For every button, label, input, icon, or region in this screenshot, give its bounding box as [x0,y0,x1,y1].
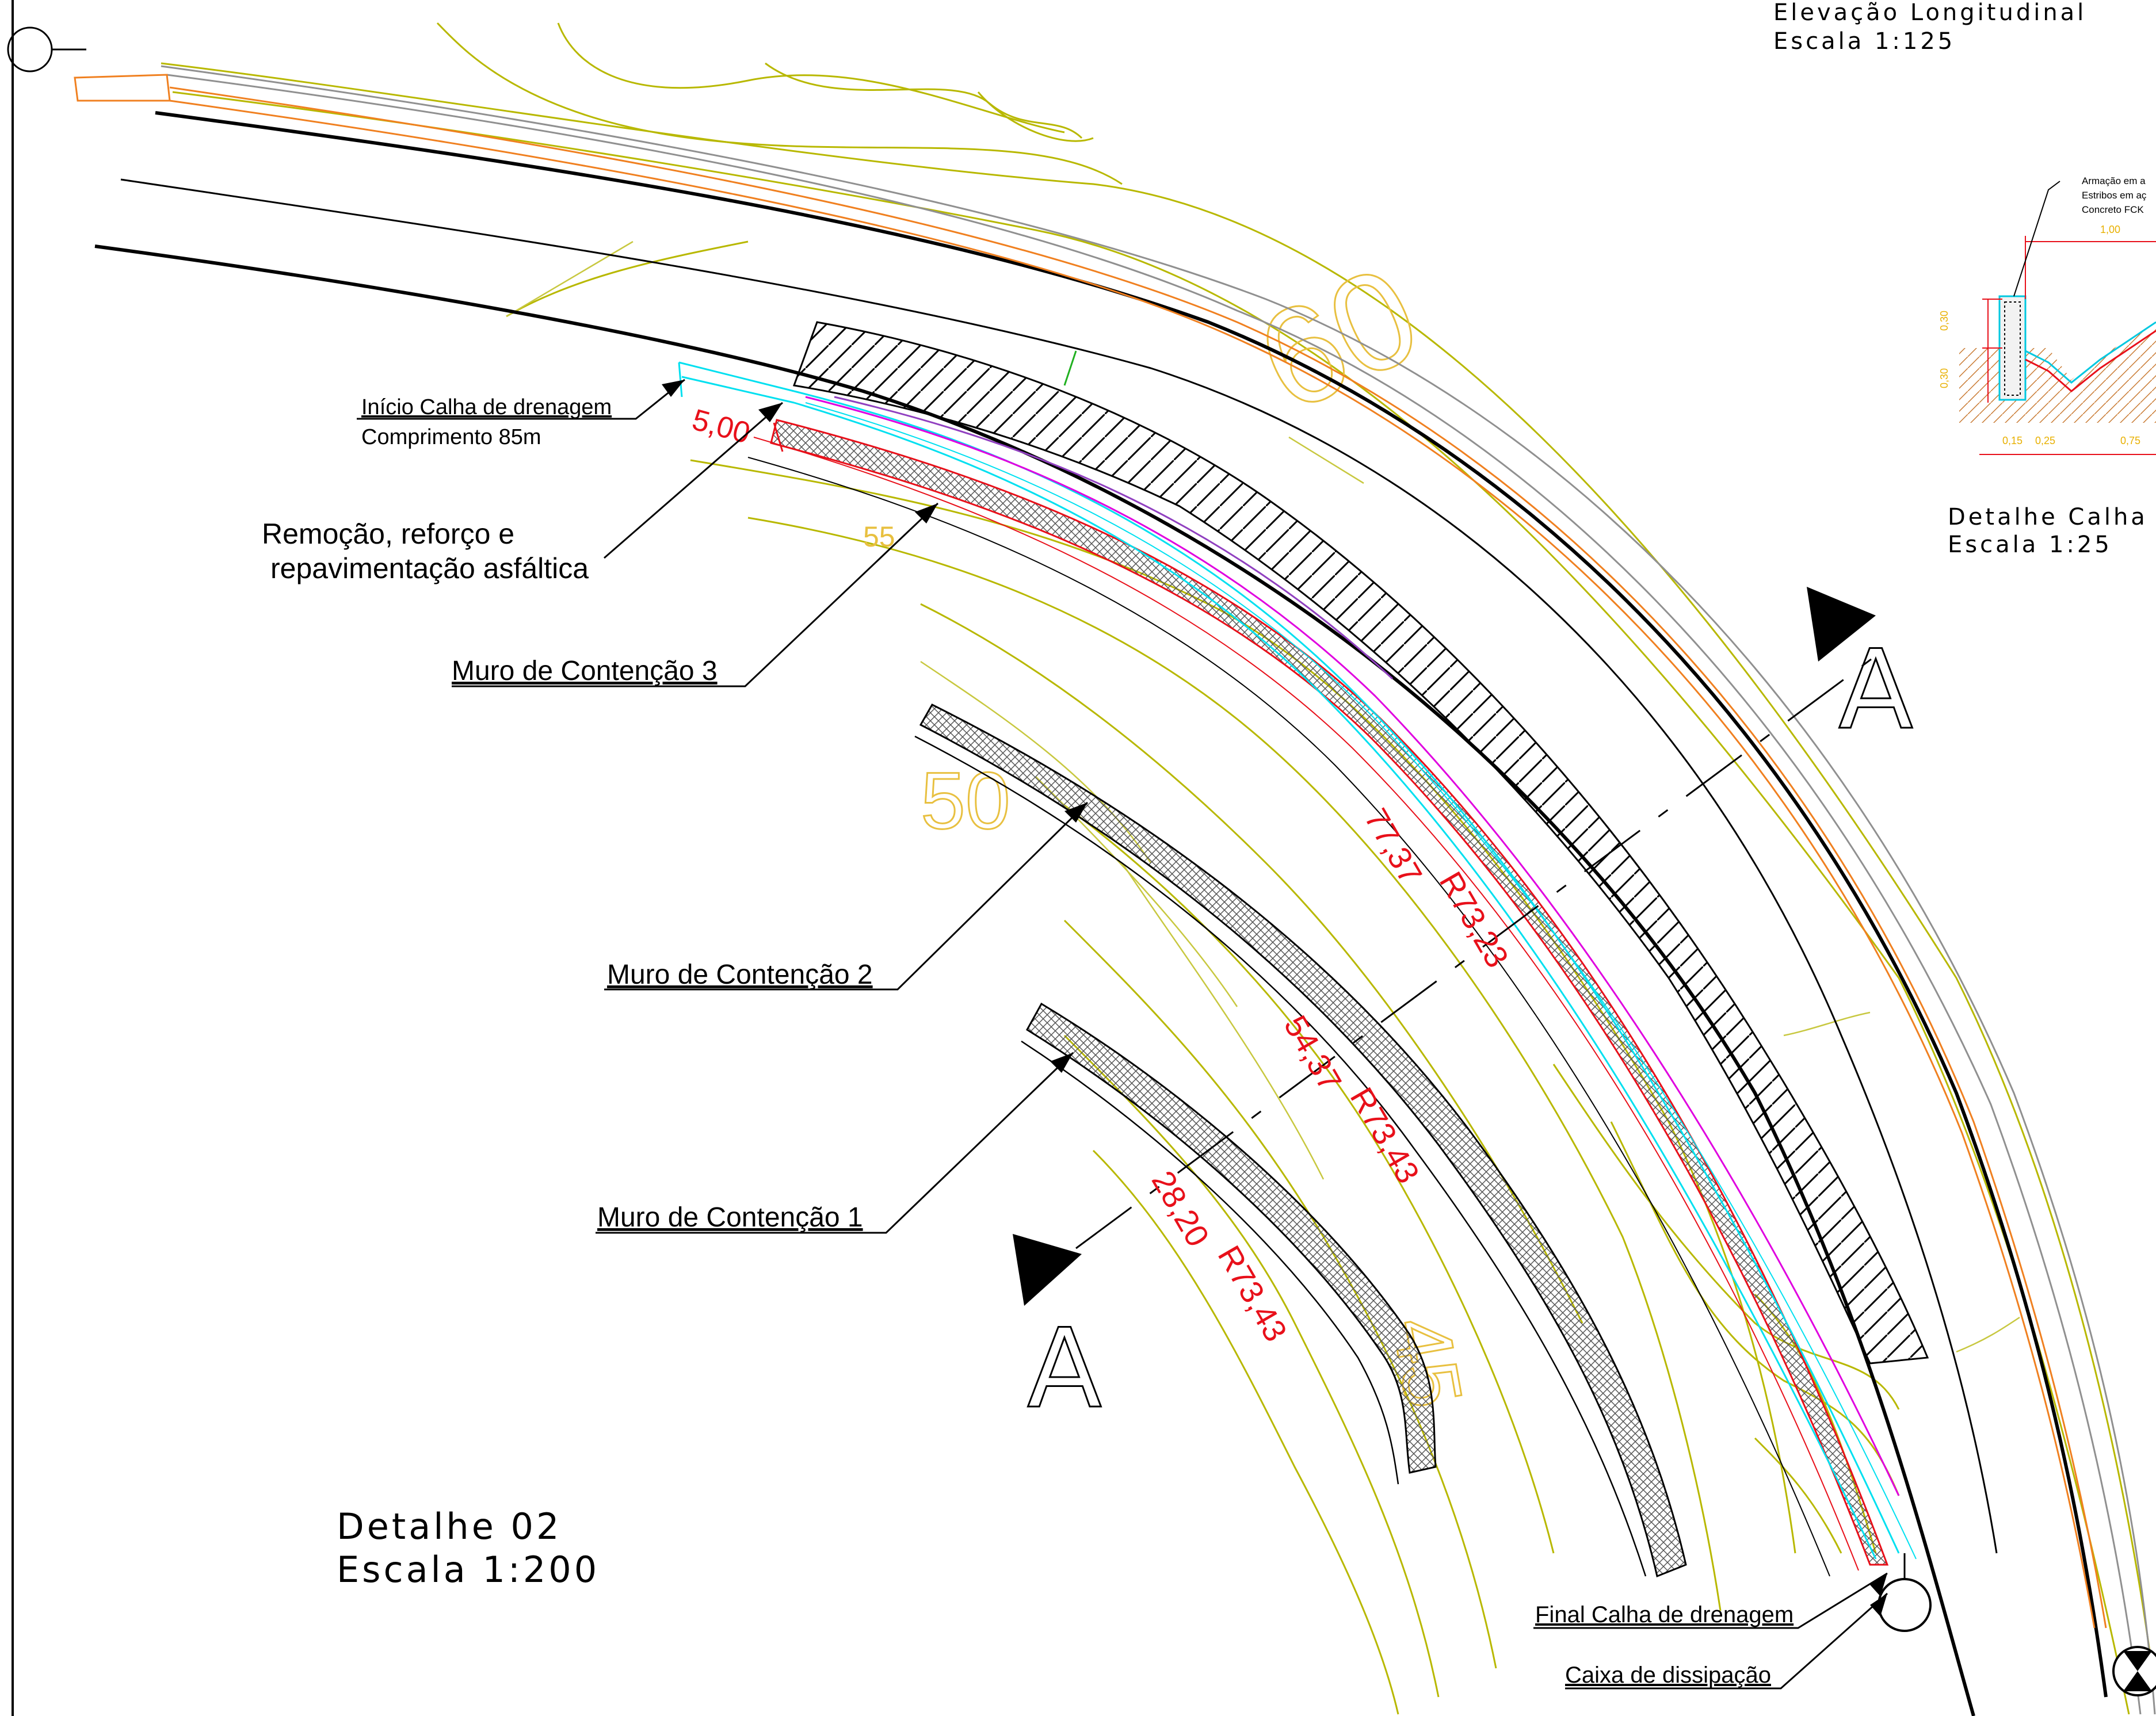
elevacao-title: Elevação Longitudinal [1773,0,2086,26]
label-muro-1: Muro de Contenção 1 [597,1202,863,1233]
calha-dim-b2: 0,25 [2035,435,2055,446]
muro-contencao-1 [1025,1002,1437,1474]
leader-arrowheads [662,380,1887,1616]
calha-detail-drawing: Armação em a Estribos em aç Concreto FCK… [1939,175,2156,455]
muro-contencao-2 [919,704,1687,1578]
calha-detail-scale: Escala 1:25 [1948,532,2112,558]
label-caixa-dissipacao: Caixa de dissipação [1565,1663,1771,1688]
elevacao-scale: Escala 1:125 [1773,28,1955,55]
drainage-channel [678,361,1917,1560]
section-letter-bottom: A [1027,1305,1102,1432]
dim-arc-1: 28,20 [1145,1165,1217,1253]
section-letter-top: A [1838,626,1913,754]
orange-lines [74,74,2107,1629]
section-arrow-bottom [1013,1234,1082,1306]
label-remocao-1: Remoção, reforço e [262,518,514,550]
muro-contencao-3 [770,419,1889,1566]
label-final-calha: Final Calha de drenagem [1535,1602,1794,1627]
contour-label-55: 55 [863,521,895,553]
label-comprimento: Comprimento 85m [361,425,541,449]
calha-note-3: Concreto FCK [2082,204,2144,215]
north-symbol-icon [2112,1646,2156,1696]
calha-note-1: Armação em a [2082,175,2146,186]
caixa-dissipacao-circle [1878,1578,1932,1632]
label-inicio-calha: Início Calha de drenagem [361,395,612,419]
road-outer-lines [161,65,2156,1715]
calha-note-2: Estribos em aç [2082,190,2147,201]
detalhe-scale: Escala 1:200 [337,1549,600,1591]
label-muro-3: Muro de Contenção 3 [452,656,718,686]
contour-label-60: 60 [1236,236,1440,441]
calha-dim-top: 1,00 [2100,224,2120,235]
detalhe-title: Detalhe 02 [337,1505,562,1547]
red-boundary [773,422,784,452]
calha-dim-h2: 0,30 [1939,368,1950,388]
dim-width: 5,00 [689,403,754,450]
label-muro-2: Muro de Contenção 2 [607,960,873,990]
leader-lines [357,379,1888,1690]
label-remocao-2: repavimentação asfáltica [270,552,589,584]
section-arrow-top [1807,587,1876,662]
calha-dim-h1: 0,30 [1939,311,1950,331]
section-line-a-a: A A [1013,587,1914,1434]
contour-label-50: 50 [921,755,1010,846]
calha-detail-title: Detalhe Calha de [1948,504,2156,530]
pavement-repair-area [792,321,1929,1365]
calha-dim-b3: 0,75 [2120,435,2140,446]
calha-dim-b1: 0,15 [2002,435,2023,446]
road-edges [94,111,2108,1716]
north-marker-circle [7,26,53,72]
